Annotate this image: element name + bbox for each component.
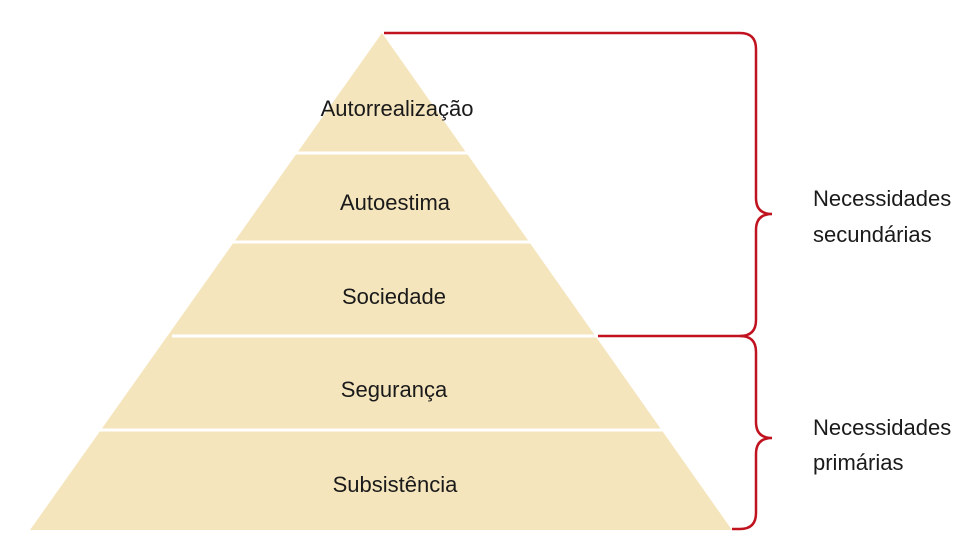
- primary-needs-label-line2: primárias: [813, 450, 903, 475]
- pyramid-body: [30, 33, 732, 530]
- level-label-seguranca: Segurança: [341, 377, 448, 402]
- level-label-sociedade: Sociedade: [342, 284, 446, 309]
- primary-brace: [739, 334, 773, 531]
- level-label-autorrealizacao: Autorrealização: [321, 96, 474, 121]
- primary-needs-label-line1: Necessidades: [813, 415, 951, 440]
- level-label-subsistencia: Subsistência: [333, 472, 459, 497]
- secondary-needs-label-line1: Necessidades: [813, 186, 951, 211]
- secondary-brace: [739, 31, 773, 338]
- secondary-needs-label-line2: secundárias: [813, 222, 932, 247]
- level-label-autoestima: Autoestima: [340, 190, 451, 215]
